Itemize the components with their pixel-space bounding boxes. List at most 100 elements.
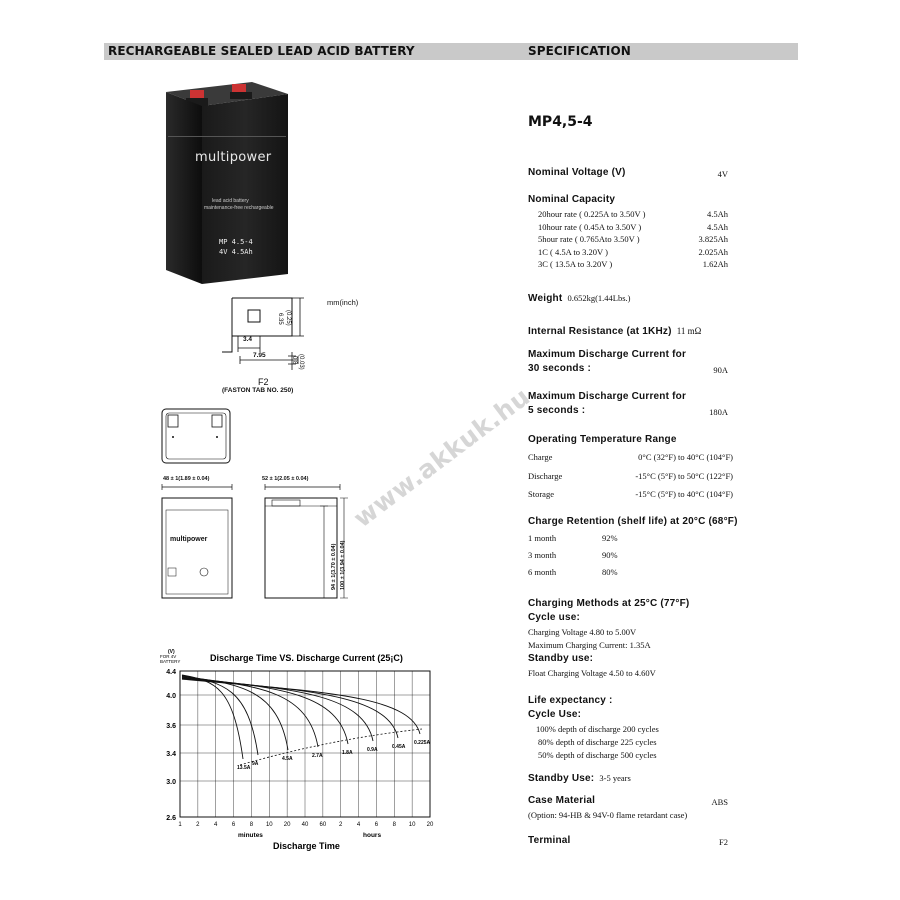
terminal-name: F2 bbox=[258, 377, 269, 387]
temp-row: Charge 0°C (32°F) to 40°C (104°F) bbox=[528, 452, 733, 462]
battery-label-line2: maintenance-free rechargeable bbox=[204, 205, 274, 211]
series-label: 13.5A bbox=[237, 765, 251, 771]
case-material-value: ABS bbox=[711, 797, 728, 807]
life-standby-line: Standby Use: 3-5 years bbox=[528, 766, 631, 785]
front-view-brand: multipower bbox=[170, 536, 208, 543]
retention-row: 1 month 92% bbox=[528, 533, 618, 543]
series-line bbox=[181, 678, 399, 739]
retention-row: 3 month 90% bbox=[528, 550, 618, 560]
front-view-drawing bbox=[160, 478, 360, 603]
life-row: 50% depth of discharge 500 cycles bbox=[538, 750, 657, 760]
terminal-dim-c-in: (0.03) bbox=[298, 354, 304, 370]
y-tick-label: 3.4 bbox=[166, 751, 176, 758]
max-discharge-30-line1: Maximum Discharge Current for bbox=[528, 349, 687, 360]
charging-cycle-label: Cycle use: bbox=[528, 612, 581, 623]
y-axis-note: FOR 4V bbox=[160, 654, 176, 659]
x-tick-label: 4 bbox=[357, 822, 361, 828]
terminal-label: Terminal bbox=[528, 835, 571, 846]
nominal-voltage-label: Nominal Voltage (V) bbox=[528, 167, 626, 178]
series-line bbox=[181, 674, 244, 760]
case-material-label: Case Material bbox=[528, 795, 596, 806]
weight-value: 0.652kg(1.44Lbs.) bbox=[567, 293, 631, 303]
x-tick-label: 8 bbox=[250, 822, 254, 828]
weight-label: Weight bbox=[528, 293, 563, 304]
weight-line: Weight 0.652kg(1.44Lbs.) bbox=[528, 286, 631, 305]
x-tick-label: 40 bbox=[302, 822, 309, 828]
battery-label-line1: lead acid battery bbox=[212, 198, 249, 204]
dim-height1: 94 ± 1(3.70 ± 0.04) bbox=[331, 543, 337, 590]
retention-row: 6 month 80% bbox=[528, 567, 618, 577]
charge-retention-rows: 1 month 92% 3 month 90% 6 month 80% bbox=[528, 532, 648, 583]
series-label: 0.225A bbox=[414, 740, 431, 746]
watermark: www.akkuk.hu bbox=[348, 381, 536, 534]
max-discharge-5-value: 180A bbox=[709, 407, 728, 417]
terminal-dim-h-in: (0.25) bbox=[285, 310, 291, 326]
internal-resistance-value: 11 mΩ bbox=[676, 326, 702, 336]
capacity-rows: 20hour rate ( 0.225A to 3.50V ) 4.5Ah 10… bbox=[538, 208, 728, 271]
terminal-dim-b: 7.95 bbox=[253, 352, 266, 359]
y-tick-label: 4.4 bbox=[166, 669, 176, 676]
battery-brand: multipower bbox=[195, 150, 272, 165]
header-bar bbox=[104, 43, 798, 60]
terminal-value: F2 bbox=[719, 837, 728, 847]
capacity-row: 1C ( 4.5A to 3.20V ) 2.025Ah bbox=[538, 246, 728, 257]
internal-resistance-line: Internal Resistance (at 1KHz) 11 mΩ bbox=[528, 319, 701, 338]
series-line bbox=[181, 676, 319, 748]
series-line bbox=[181, 678, 421, 735]
charge-retention-label: Charge Retention (shelf life) at 20°C (6… bbox=[528, 516, 738, 527]
x-tick-label: 20 bbox=[284, 822, 291, 828]
top-view-drawing bbox=[160, 407, 235, 467]
x-tick-label: 2 bbox=[196, 822, 200, 828]
terminal-dim-a: 3.4 bbox=[243, 336, 253, 343]
nominal-capacity-label: Nominal Capacity bbox=[528, 194, 616, 205]
temp-row: Discharge -15°C (5°F) to 50°C (122°F) bbox=[528, 470, 733, 481]
max-discharge-5-line2: 5 seconds : bbox=[528, 405, 586, 416]
x-axis-label: Discharge Time bbox=[273, 841, 340, 851]
life-row: 80% depth of discharge 225 cycles bbox=[538, 737, 657, 747]
terminal-dim-h: 6.35 bbox=[277, 313, 283, 325]
life-expectancy-label: Life expectancy : bbox=[528, 695, 613, 706]
x-unit-hours: hours bbox=[363, 832, 381, 839]
operating-temp-rows: Charge 0°C (32°F) to 40°C (104°F) Discha… bbox=[528, 451, 733, 507]
max-discharge-30-value: 90A bbox=[713, 365, 728, 375]
x-tick-label: 10 bbox=[409, 822, 416, 828]
terminal-drawing bbox=[200, 290, 340, 375]
y-tick-label: 4.0 bbox=[166, 693, 176, 700]
capacity-row: 10hour rate ( 0.45A to 3.50V ) 4.5Ah bbox=[538, 221, 728, 232]
series-label: 9A bbox=[252, 761, 259, 767]
terminal-dim-c: 0.8 bbox=[291, 356, 297, 365]
battery-photo bbox=[160, 78, 295, 288]
series-label: 2.7A bbox=[312, 753, 323, 759]
cutoff-line bbox=[239, 728, 423, 766]
dim-height2: 100 ± 1(3.94 ± 0.04) bbox=[340, 540, 346, 590]
life-standby-label: Standby Use: bbox=[528, 773, 595, 784]
battery-model-line1: MP 4.5-4 bbox=[219, 238, 253, 246]
y-tick-label: 3.0 bbox=[166, 779, 176, 786]
charging-cycle-line: Maximum Charging Current: 1.35A bbox=[528, 640, 651, 650]
charging-standby-line: Float Charging Voltage 4.50 to 4.60V bbox=[528, 668, 656, 678]
x-tick-label: 4 bbox=[214, 822, 218, 828]
y-axis-note: BATTERY bbox=[160, 659, 180, 664]
y-tick-label: 3.6 bbox=[166, 723, 176, 730]
charging-standby-label: Standby use: bbox=[528, 653, 594, 664]
y-tick-label: 2.6 bbox=[166, 815, 176, 822]
x-tick-label: 1 bbox=[178, 822, 182, 828]
x-tick-label: 60 bbox=[320, 822, 327, 828]
capacity-row: 3C ( 13.5A to 3.20V ) 1.62Ah bbox=[538, 259, 728, 269]
series-line bbox=[181, 675, 259, 756]
charging-cycle-line: Charging Voltage 4.80 to 5.00V bbox=[528, 627, 637, 637]
charging-methods-label: Charging Methods at 25°C (77°F) bbox=[528, 598, 690, 609]
series-label: 4.5A bbox=[282, 756, 293, 762]
temp-row: Storage -15°C (5°F) to 40°C (104°F) bbox=[528, 489, 733, 499]
dim-depth: 52 ± 1(2.05 ± 0.04) bbox=[262, 476, 309, 482]
series-label: 0.45A bbox=[392, 744, 406, 750]
max-discharge-30-line2: 30 seconds : bbox=[528, 363, 591, 374]
nominal-voltage-value: 4V bbox=[717, 169, 728, 179]
battery-model-line2: 4V 4.5Ah bbox=[219, 248, 253, 256]
life-standby-value: 3-5 years bbox=[599, 773, 631, 783]
terminal-subtitle: (FASTON TAB NO. 250) bbox=[222, 387, 294, 394]
x-tick-label: 6 bbox=[375, 822, 379, 828]
x-tick-label: 2 bbox=[339, 822, 343, 828]
series-label: 1.8A bbox=[342, 750, 353, 756]
max-discharge-5-line1: Maximum Discharge Current for bbox=[528, 391, 687, 402]
